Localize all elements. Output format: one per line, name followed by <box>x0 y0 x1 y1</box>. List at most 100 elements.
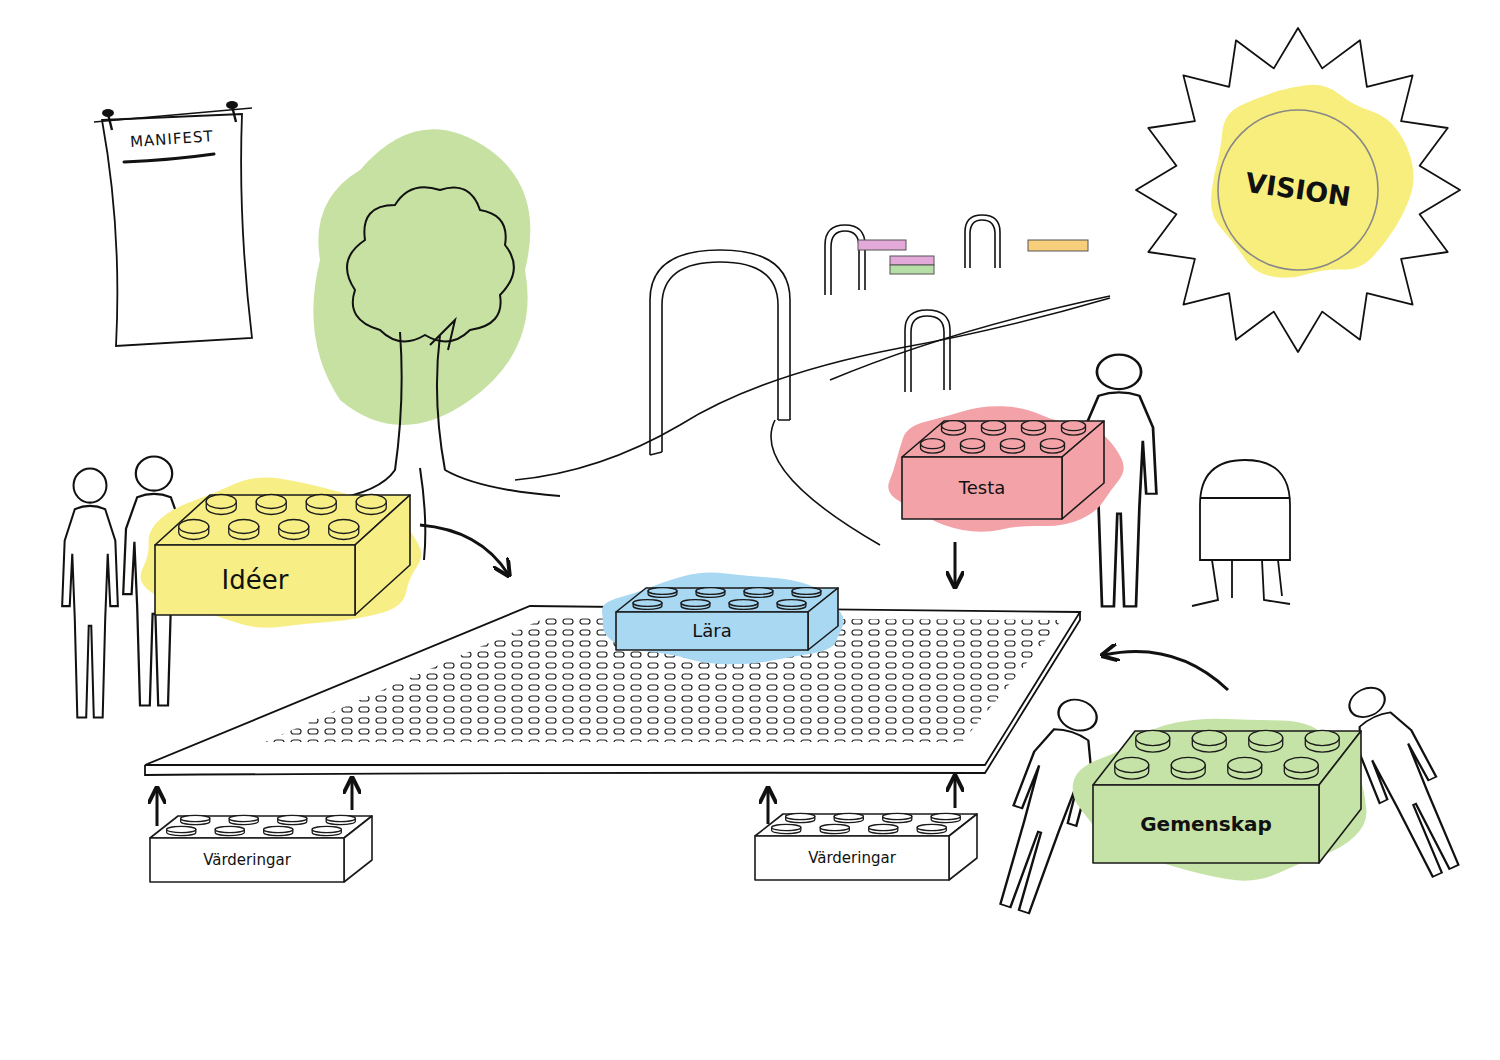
stud-top <box>179 520 209 534</box>
stud-top <box>206 495 236 509</box>
brick-top <box>1093 731 1361 785</box>
stud-top <box>256 495 286 509</box>
color-blob <box>1073 719 1367 881</box>
brick-shape <box>745 798 985 888</box>
text-holder: VISION <box>1218 162 1378 218</box>
arrow <box>1104 652 1228 690</box>
brick-front <box>755 836 949 880</box>
brick-front <box>1093 785 1319 863</box>
plate-studs <box>260 610 1070 750</box>
stud-top <box>1305 730 1339 745</box>
stud-top <box>1062 421 1086 431</box>
stud-top <box>1192 730 1226 745</box>
person <box>62 469 118 718</box>
brick-label: Testa <box>959 478 1005 498</box>
color-blob <box>602 572 844 664</box>
arch <box>825 225 865 295</box>
stud-top <box>215 826 244 832</box>
robot <box>1192 460 1290 606</box>
underline <box>124 154 214 162</box>
arrow <box>767 790 770 824</box>
tree-crown <box>347 187 514 341</box>
arch <box>905 310 950 392</box>
brick-node: Gemenskap <box>1065 705 1365 885</box>
stud-top <box>820 824 849 830</box>
brick-top <box>150 816 372 838</box>
brick-node: Lära <box>598 572 858 667</box>
small-brick <box>1028 240 1088 251</box>
small-brick <box>890 256 934 265</box>
text-holder: Idéer <box>155 545 355 615</box>
stud-top <box>167 826 196 832</box>
stud-top <box>1115 757 1149 772</box>
brick-front <box>150 838 344 882</box>
brick-shape <box>135 470 435 635</box>
robot-legs <box>1192 560 1290 606</box>
arrow <box>954 542 957 585</box>
stud-top <box>279 520 309 534</box>
small-brick <box>890 265 934 274</box>
brick-node: Testa <box>890 405 1120 555</box>
brick-front <box>902 457 1062 519</box>
sun-rays <box>1136 28 1460 352</box>
road-and-arches <box>515 215 1110 545</box>
brick-side <box>355 495 410 615</box>
stud-top <box>869 824 898 830</box>
stud-top <box>681 600 710 607</box>
brick-node: Värderingar <box>745 798 985 888</box>
stud-top <box>229 520 259 534</box>
stud-top <box>786 813 815 819</box>
brick-label: Idéer <box>222 566 289 595</box>
brick-label: Värderingar <box>203 852 291 869</box>
text-holder: MANIFEST <box>114 124 230 154</box>
road-line <box>771 420 880 545</box>
stud-top <box>921 439 945 449</box>
stud-top <box>744 588 773 595</box>
stud-top <box>777 600 806 607</box>
stud-top <box>772 824 801 830</box>
stud-top <box>1001 439 1025 449</box>
stud-top <box>181 815 210 821</box>
road-line <box>830 296 1110 380</box>
small-brick <box>858 240 906 250</box>
stud-top <box>1171 757 1205 772</box>
stud-top <box>917 824 946 830</box>
text-holder: Testa <box>902 457 1062 519</box>
text-holder: Lära <box>616 612 808 650</box>
sun-blob <box>1211 85 1413 278</box>
people <box>62 355 1474 919</box>
stud-top <box>329 520 359 534</box>
pin-head <box>226 101 238 109</box>
paper-node: MANIFEST <box>92 100 264 350</box>
color-blob <box>140 477 421 627</box>
vision-label: VISION <box>1243 168 1352 212</box>
brick-shape <box>598 572 858 667</box>
stud-top <box>1041 439 1065 449</box>
arrow <box>420 525 508 574</box>
sun-node: VISION <box>1130 22 1466 358</box>
stud-top <box>696 588 725 595</box>
color-blob <box>888 406 1123 531</box>
brick-label: Lära <box>692 621 732 641</box>
paper-sheet <box>102 114 252 346</box>
robot-body <box>1200 460 1290 560</box>
stud-top <box>1136 730 1170 745</box>
text-holder: Gemenskap <box>1093 785 1319 863</box>
arch <box>965 215 1000 268</box>
stud-top <box>834 813 863 819</box>
stud-top <box>982 421 1006 431</box>
stud-top <box>633 600 662 607</box>
arrow <box>351 780 354 810</box>
stud-top <box>264 826 293 832</box>
brick-side <box>344 816 372 882</box>
stud-top <box>326 815 355 821</box>
brick-side <box>1062 421 1104 519</box>
stud-top <box>942 421 966 431</box>
brick-shape <box>1065 705 1365 885</box>
stud-top <box>312 826 341 832</box>
brick-top <box>755 814 977 836</box>
manifest-title: MANIFEST <box>130 128 215 150</box>
road-line <box>515 298 1110 480</box>
stud-top <box>792 588 821 595</box>
